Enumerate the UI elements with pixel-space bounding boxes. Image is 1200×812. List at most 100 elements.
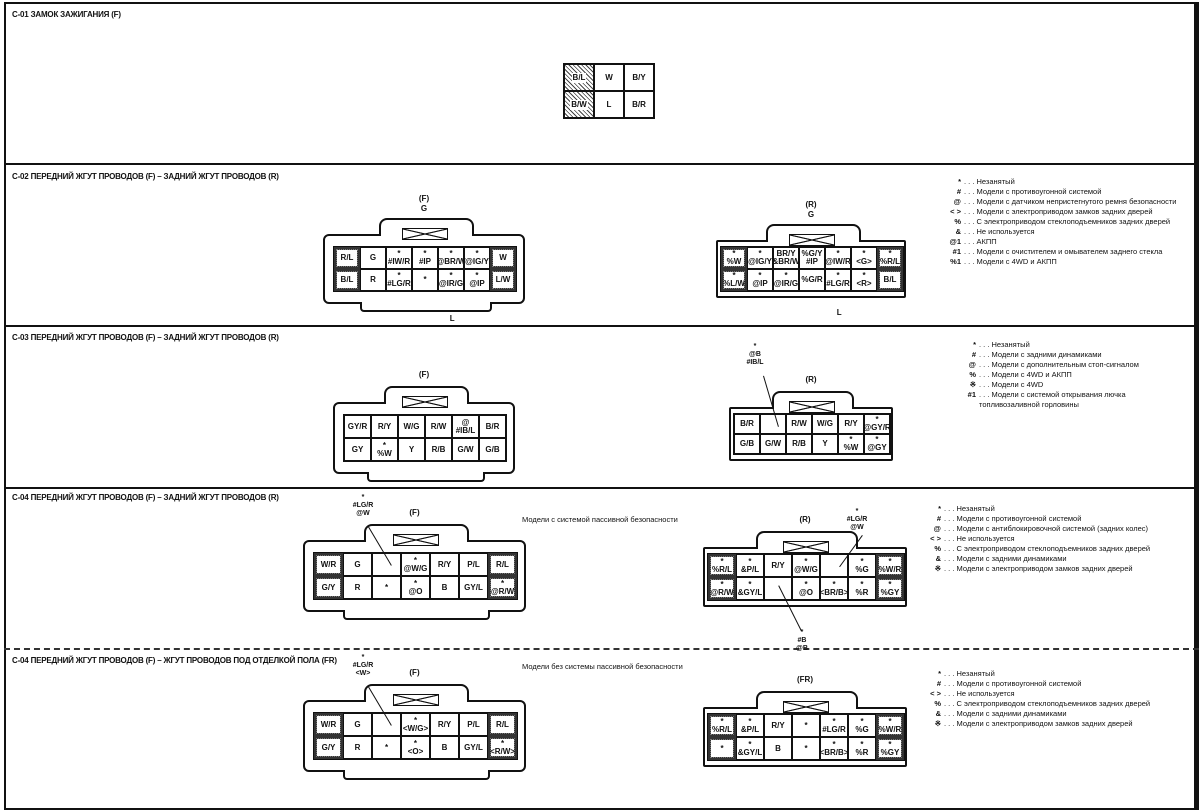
section-title-c03: С-03 ПЕРЕДНИЙ ЖГУТ ПРОВОДОВ (F) – ЗАДНИЙ… (12, 333, 279, 342)
pin-cell: B/L (564, 64, 594, 91)
pin-cell: * <BR/B> (820, 577, 848, 600)
pin-wire-color: * @O (408, 578, 423, 596)
legend-text: . . . Модели с противоугонной системой (964, 187, 1102, 196)
pin-cell: * %L/W (721, 269, 747, 291)
connector-tag: (R) (805, 200, 817, 209)
divider (4, 163, 1199, 165)
pin-wire-color: * @IP (469, 271, 485, 288)
pin-cell: * %R (848, 737, 876, 760)
pin-cell: * %R/L (708, 714, 736, 737)
legend-item: *. . . Незанятый (940, 340, 1139, 350)
pin-wire-color: R/B (792, 439, 806, 448)
pin-wire-color: * %W (726, 249, 742, 266)
lock-x-mark (783, 541, 829, 553)
pin-wire-color: W/G (817, 419, 833, 428)
pin-cell (820, 554, 848, 577)
legend-text: . . . Модели с задними динамиками (979, 350, 1102, 359)
pin-wire-color: * @W/G (403, 555, 428, 573)
pin-wire-color: * <R> (856, 271, 872, 288)
pin-cell: B/Y (624, 64, 654, 91)
pin-cell: * (792, 737, 820, 760)
divider (4, 487, 1199, 489)
pin-wire-color: * @IG/Y (748, 249, 772, 266)
pin-cell: G (360, 247, 386, 269)
pin-wire-color: * @O (798, 579, 814, 597)
pin-cell: R/B (786, 434, 812, 454)
lock-x-mark (789, 401, 835, 413)
legend-item: #. . . Модели с противоугонной системой (905, 514, 1150, 524)
connector-latch (756, 531, 858, 549)
legend-item: < >. . . Модели с электроприводом замков… (925, 207, 1177, 217)
pin-wire-color: * (804, 720, 808, 730)
legend-text: . . . Модели с очистителем и омывателем … (964, 247, 1163, 256)
legend-item: < >. . . Не используется (905, 534, 1150, 544)
legend-item: ※. . . Модели с электроприводом замков з… (905, 719, 1150, 729)
pin-wire-color: Y (822, 439, 828, 448)
connector-latch (363, 684, 470, 702)
legend-text: . . . С электроприводом стеклоподъемнико… (964, 217, 1171, 226)
pin-cell: R (343, 736, 372, 759)
pin-cell: G/B (734, 434, 760, 454)
pin-wire-color: R/L (496, 559, 509, 569)
legend-item: @. . . Модели с датчиком непристегнутого… (925, 197, 1177, 207)
pin-wire-color: B/L (340, 275, 354, 284)
wire-label-bottom: L (836, 308, 842, 317)
callout-label: * @B #IB/L (746, 343, 764, 366)
callout-label: * #LG/R @W (846, 508, 868, 531)
pin-cell: R (343, 576, 372, 599)
legend-symbol: % (969, 370, 976, 379)
section-title-c05: С-04 ПЕРЕДНИЙ ЖГУТ ПРОВОДОВ (F) – ЖГУТ П… (12, 656, 337, 665)
divider (4, 325, 1199, 327)
legend-symbol: % (934, 699, 941, 708)
pin-cell: * <W/G> (401, 713, 430, 736)
legend-item: &. . . Модели с задними динамиками (905, 709, 1150, 719)
legend-text: . . . С электроприводом стеклоподъемнико… (944, 544, 1151, 553)
pin-cell: * (372, 576, 401, 599)
pin-wire-color: G (354, 719, 361, 729)
legend-text: . . . Модели с противоугонной системой (944, 514, 1082, 523)
section-title-c04: С-04 ПЕРЕДНИЙ ЖГУТ ПРОВОДОВ (F) – ЗАДНИЙ… (12, 493, 279, 502)
page-frame (4, 2, 1199, 810)
pin-cell: * %GY (876, 737, 904, 760)
legend-item: &. . . Не используется (925, 227, 1177, 237)
pin-cell: BR/Y &BR/W (772, 247, 800, 269)
pin-wire-color: * <O> (407, 738, 424, 756)
pin-wire-color: R/Y (771, 720, 785, 730)
pin-cell: G/Y (314, 736, 343, 759)
legend-text: . . . Не используется (944, 534, 1015, 543)
pin-cell: R/L (488, 713, 517, 736)
legend-symbol: @1 (949, 237, 961, 246)
legend-text: . . . Незанятый (964, 177, 1015, 186)
pin-cell: * &GY/L (736, 577, 764, 600)
connector-tag: (F) (409, 668, 420, 677)
pin-cell: * #IW/R (386, 247, 412, 269)
pin-wire-color: %G/R (801, 275, 823, 284)
pin-wire-color: * %R/L (880, 249, 900, 266)
pin-wire-color: * &GY/L (737, 579, 763, 597)
pin-cell: * (412, 269, 438, 291)
pin-wire-color: R (354, 582, 361, 592)
pin-cell: R/B (425, 438, 452, 461)
pin-wire-color: * %L/W (723, 271, 745, 288)
pin-wire-color: R/L (340, 253, 354, 262)
pin-wire-color: * #IW/R (387, 249, 411, 266)
pin-cell: * <G> (851, 247, 877, 269)
legend-item: #. . . Модели с противоугонной системой (905, 679, 1150, 689)
legend-text: . . . Не используется (964, 227, 1035, 236)
pin-cell: R/L (488, 553, 517, 576)
pin-cell: * <BR/B> (820, 737, 848, 760)
pin-wire-color: G/W (457, 444, 474, 454)
connector-tag: (R) (799, 515, 811, 524)
pin-cell: Y (812, 434, 838, 454)
pin-wire-color: R/Y (437, 559, 452, 569)
pin-cell: * @GY/R (863, 414, 891, 434)
legend-text: . . . С электроприводом стеклоподъемнико… (944, 699, 1151, 708)
pin-wire-color: R/Y (844, 419, 858, 428)
pin-cell: P/L (459, 713, 488, 736)
pin-wire-color: R (370, 275, 376, 284)
legend-text: . . . Модели с дополнительным стоп-сигна… (979, 360, 1139, 369)
